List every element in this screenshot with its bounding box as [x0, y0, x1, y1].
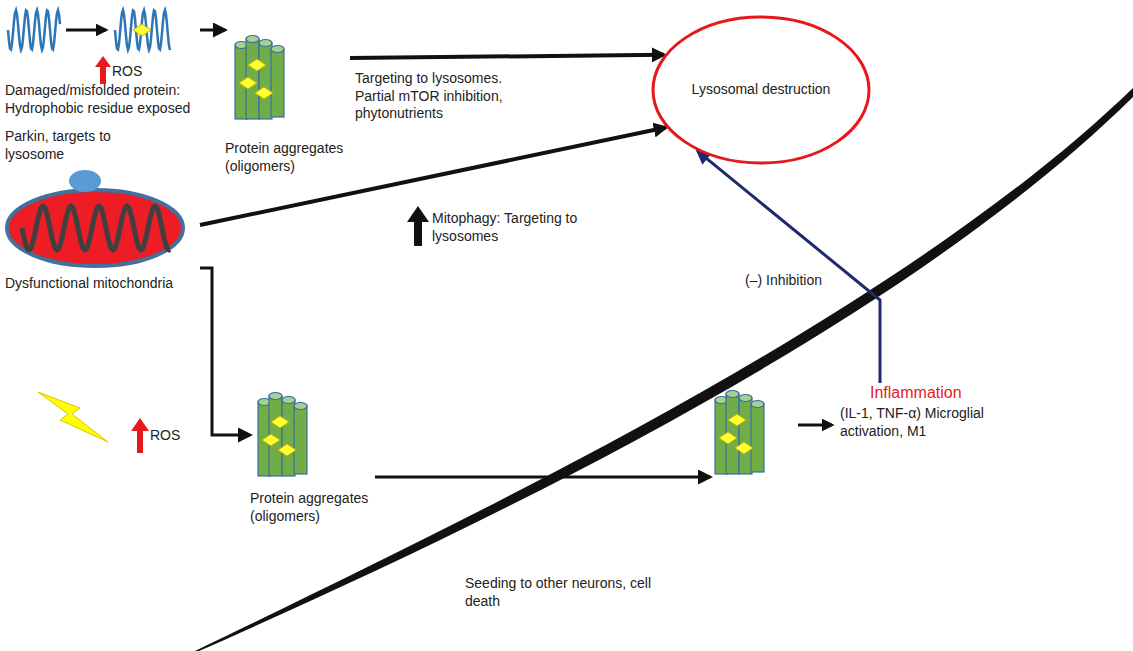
fibril	[271, 49, 284, 117]
oligomer-bundle	[715, 391, 764, 475]
node-text: Inflammation	[870, 383, 980, 403]
cristae	[22, 206, 170, 250]
cytokine-arrow	[798, 424, 832, 427]
protein-coil	[8, 10, 60, 50]
connector-arrow	[698, 151, 880, 383]
edge-label: (–) Inhibition	[745, 272, 822, 290]
oligomer-bundle	[235, 36, 284, 120]
node-text: Dysfunctional mitochondria	[5, 275, 200, 293]
lysosome-outline	[653, 17, 869, 163]
mitochondria-node: Parkin, targets to lysosomeDysfunctional…	[5, 128, 200, 295]
node-text: (IL-1, TNF-α) Microglial activation, M1	[840, 405, 990, 440]
fibril-top	[726, 391, 739, 398]
fibril-top	[259, 40, 272, 47]
damage-diamond	[262, 434, 280, 446]
damage-diamond	[133, 24, 151, 36]
damage-diamond	[719, 432, 737, 444]
protein-caption: Damaged/misfolded protein: Hydrophobic r…	[5, 8, 200, 119]
ros-arrow	[131, 418, 149, 453]
connector-arrow	[375, 476, 710, 479]
damage-diamond	[728, 414, 746, 426]
damage-diamond	[271, 416, 289, 428]
node-text: Damaged/misfolded protein: Hydrophobic r…	[5, 82, 200, 117]
parkin	[69, 170, 101, 192]
ros-arrow	[95, 56, 111, 84]
fibril-top	[271, 46, 284, 53]
connector-arrow	[350, 55, 664, 58]
aggregate-node: Protein aggregates (oligomers)	[225, 25, 350, 177]
damage-diamond	[255, 87, 273, 99]
connector-arrow	[200, 268, 250, 435]
lysosome-ellipse: Lysosomal destruction	[651, 15, 871, 165]
edge-label: ROS	[150, 427, 180, 445]
oligomer-bundle	[258, 393, 307, 477]
fibril	[294, 406, 307, 474]
node-heading: Parkin, targets to lysosome	[5, 128, 145, 163]
fibril	[739, 398, 752, 474]
cell-membrane	[195, 88, 1133, 651]
damage-diamond	[278, 444, 296, 456]
fibril	[259, 43, 272, 119]
fibril-top	[739, 395, 752, 402]
fibril	[282, 400, 295, 476]
microglia-node: (IL-1, TNF-α) Microglial activation, M1	[710, 385, 1000, 485]
fibril	[751, 404, 764, 472]
damage-diamond	[248, 59, 266, 71]
damage-diamond	[239, 77, 257, 89]
mitophagy-arrow	[407, 206, 429, 246]
node-text: Protein aggregates (oligomers)	[250, 490, 375, 525]
inflammation-node: Inflammation	[870, 383, 980, 407]
edge-label: Mitophagy: Targeting to lysosomes	[432, 210, 597, 245]
fibril-top	[269, 393, 282, 400]
protein-coil	[115, 10, 170, 50]
ros-label: ROS	[112, 63, 142, 81]
damage-diamond	[735, 442, 753, 454]
lightning	[38, 392, 108, 442]
aggregate-node: Protein aggregates (oligomers)	[250, 388, 375, 527]
note-text: Seeding to other neurons, cell death	[465, 575, 685, 610]
node-text: Protein aggregates (oligomers)	[225, 140, 350, 175]
step-arrow	[66, 29, 106, 32]
edge-label: Targeting to lysosomes. Partial mTOR inh…	[355, 70, 530, 123]
node-text: Lysosomal destruction	[661, 81, 861, 99]
fibril-top	[246, 36, 259, 43]
fibril-top	[751, 401, 764, 408]
fibril-top	[282, 397, 295, 404]
connector-arrow	[200, 29, 225, 32]
fibril-top	[294, 403, 307, 410]
mitochondrion	[7, 190, 183, 266]
